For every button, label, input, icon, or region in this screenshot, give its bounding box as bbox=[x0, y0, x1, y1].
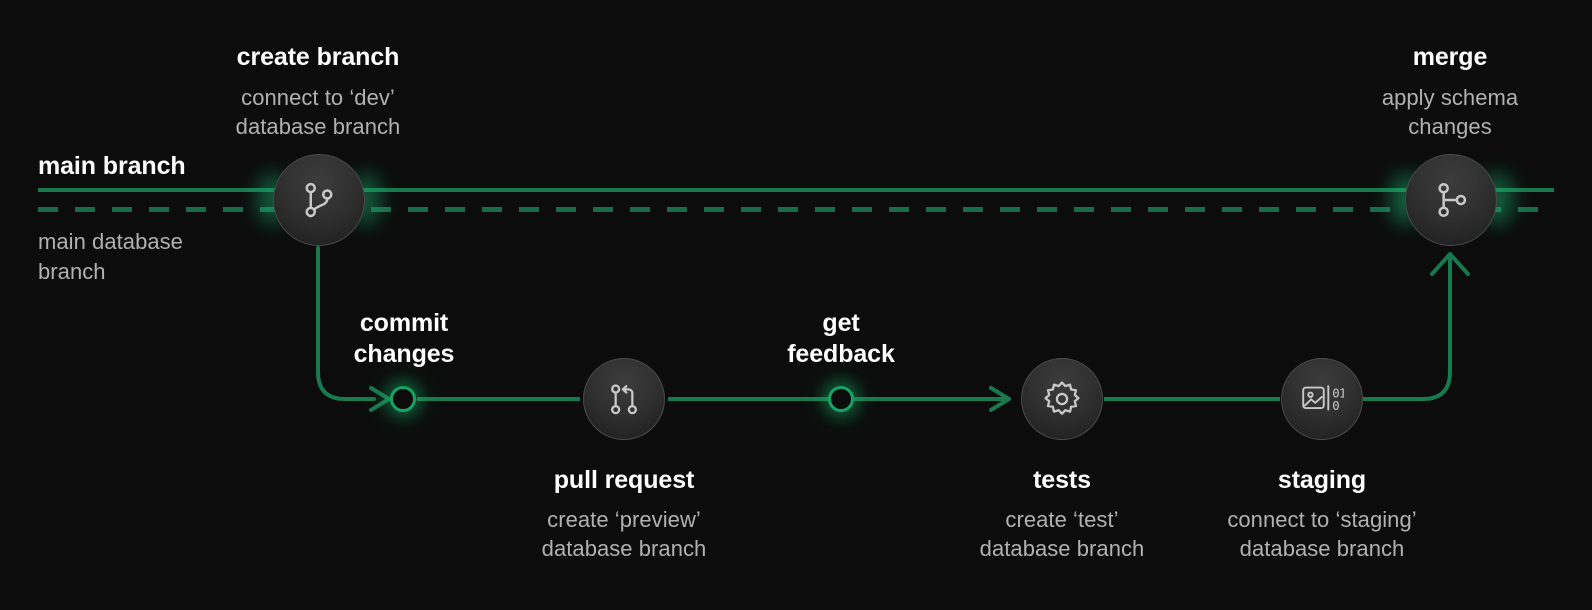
branch-drop-path bbox=[316, 246, 376, 401]
staging-node[interactable]: 0 1 0 bbox=[1281, 358, 1363, 440]
tests-sub-line1: create ‘test’ bbox=[1005, 507, 1119, 532]
create-branch-sub-line1: connect to ‘dev’ bbox=[241, 85, 395, 110]
create-branch-node[interactable] bbox=[273, 154, 365, 246]
tests-sub-line2: database branch bbox=[979, 536, 1145, 561]
commit-changes-node[interactable] bbox=[390, 386, 416, 412]
create-branch-sub-line2: database branch bbox=[235, 114, 401, 139]
merge-label: merge bbox=[1412, 43, 1488, 71]
staging-sub-line1: connect to ‘staging’ bbox=[1227, 507, 1417, 532]
pull-request-label: pull request bbox=[553, 466, 695, 494]
commit-changes-label-line2: changes bbox=[353, 340, 455, 368]
svg-text:0: 0 bbox=[1332, 399, 1339, 413]
svg-text:0: 0 bbox=[1332, 387, 1339, 401]
get-feedback-label-line1: get bbox=[822, 309, 860, 337]
merge-rise-path bbox=[1360, 256, 1452, 401]
get-feedback-node[interactable] bbox=[828, 386, 854, 412]
gear-icon bbox=[1041, 378, 1083, 420]
merge-node[interactable] bbox=[1405, 154, 1497, 246]
commit-changes-label-line1: commit bbox=[359, 309, 449, 337]
tests-node[interactable] bbox=[1021, 358, 1103, 440]
merge-sub-line1: apply schema bbox=[1381, 85, 1519, 110]
git-merge-icon bbox=[1429, 178, 1473, 222]
pull-request-sub-line1: create ‘preview’ bbox=[547, 507, 701, 532]
staging-label: staging bbox=[1277, 466, 1367, 494]
create-branch-label: create branch bbox=[236, 43, 400, 71]
main-branch-label: main branch bbox=[38, 152, 186, 180]
get-feedback-label-line2: feedback bbox=[787, 340, 895, 368]
image-binary-icon: 0 1 0 bbox=[1300, 379, 1344, 419]
git-branch-icon bbox=[297, 178, 341, 222]
arrowhead-commit bbox=[369, 386, 391, 412]
pull-request-node[interactable] bbox=[583, 358, 665, 440]
main-database-branch-label-line1: main database bbox=[38, 229, 183, 254]
svg-text:1: 1 bbox=[1339, 387, 1344, 401]
merge-sub-line2: changes bbox=[1408, 114, 1492, 139]
arrowhead-merge bbox=[1430, 252, 1470, 276]
git-pull-request-icon bbox=[604, 379, 644, 419]
pull-request-sub-line2: database branch bbox=[541, 536, 707, 561]
tests-label: tests bbox=[1033, 466, 1091, 494]
arrowhead-tests bbox=[989, 386, 1011, 412]
staging-sub-line2: database branch bbox=[1239, 536, 1405, 561]
main-database-branch-label-line2: branch bbox=[38, 259, 106, 284]
